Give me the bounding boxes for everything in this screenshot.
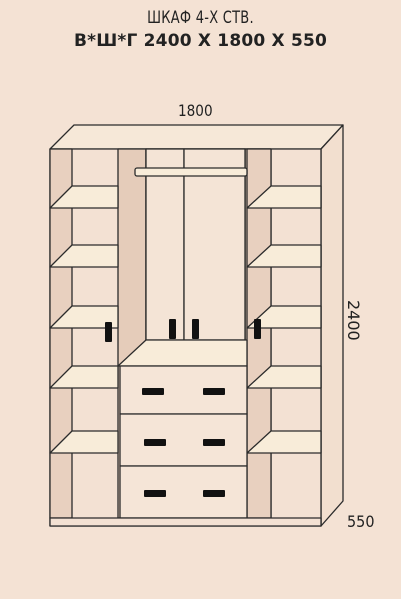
door-handle[interactable] (254, 319, 261, 339)
wardrobe-dimensions-label: В*Ш*Г 2400 Х 1800 Х 550 (73, 31, 328, 51)
top-panel (49, 124, 344, 150)
left-shelf (49, 305, 119, 329)
right-shelf (246, 185, 322, 209)
center-door-left (145, 148, 185, 341)
right-side-panel (320, 124, 344, 527)
drawer-handle[interactable] (203, 490, 225, 497)
door-handle[interactable] (192, 319, 199, 339)
drawer-handle[interactable] (144, 439, 166, 446)
base-plinth (49, 517, 322, 527)
right-shelf (246, 430, 322, 454)
right-shelf (246, 244, 322, 268)
door-handle[interactable] (169, 319, 176, 339)
right-shelves (246, 185, 322, 454)
drawer-handle[interactable] (144, 490, 166, 497)
drawer[interactable] (119, 465, 248, 519)
drawer-handle[interactable] (203, 439, 225, 446)
left-shelf (49, 185, 119, 209)
drawer[interactable] (119, 365, 248, 415)
wardrobe-title: ШКАФ 4-Х СТВ. (147, 8, 254, 28)
right-shelf (246, 305, 322, 329)
center-door-right (183, 148, 246, 341)
left-shelves (49, 185, 119, 454)
drawer-handle[interactable] (142, 388, 164, 395)
hanging-rod (134, 167, 248, 177)
left-shelf (49, 430, 119, 454)
drawer[interactable] (119, 413, 248, 467)
drawer-handle[interactable] (203, 388, 225, 395)
door-handle[interactable] (105, 322, 112, 342)
width-dimension: 1800 (178, 101, 213, 120)
depth-dimension: 550 (347, 512, 375, 531)
left-shelf (49, 244, 119, 268)
right-shelf (246, 365, 322, 389)
